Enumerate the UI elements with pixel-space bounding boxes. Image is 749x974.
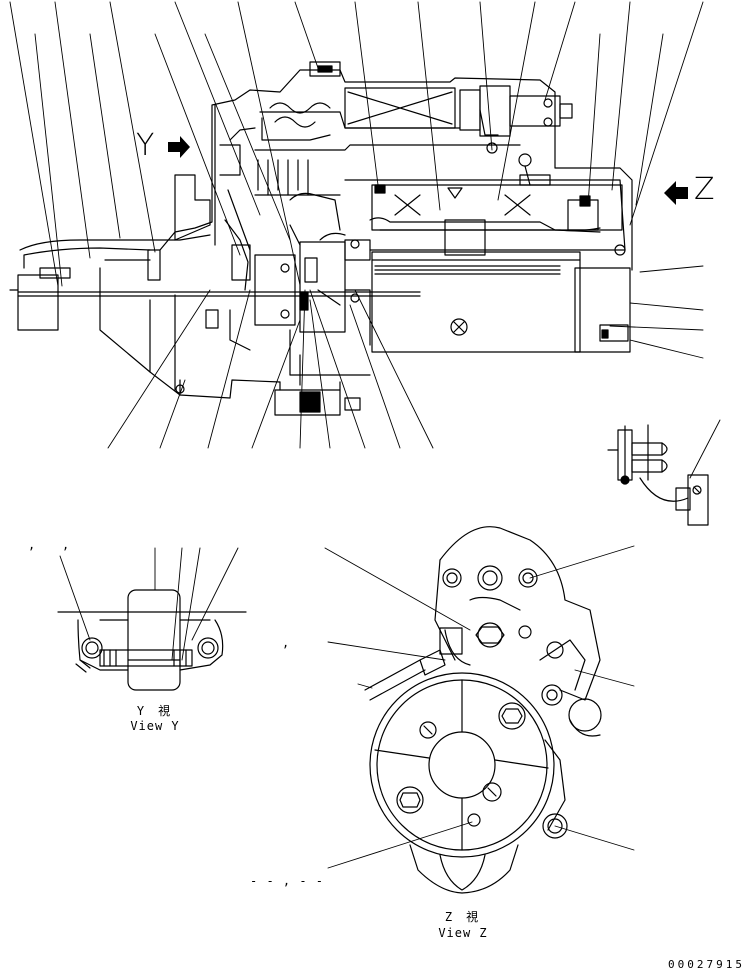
comma-mark-3: , <box>282 636 291 650</box>
comma-mark-1: , <box>28 538 37 552</box>
view-z-detail <box>324 526 635 894</box>
solenoid-switch <box>254 61 573 196</box>
comma-mark-2: , <box>62 538 71 552</box>
pinion-shaft <box>9 234 421 373</box>
bottom-leader-lines <box>107 289 434 449</box>
view-z-marker-label: Z <box>694 172 715 207</box>
top-leader-lines <box>9 1 704 287</box>
armature-and-clutch <box>229 192 371 416</box>
right-leader-lines <box>609 265 704 359</box>
view-z-arrow-icon <box>664 181 688 205</box>
dash-mark-sequence: - - , - - <box>250 874 325 888</box>
view-y-marker-label: Y <box>136 128 155 163</box>
terminal-detail <box>607 419 721 526</box>
view-y-arrow-icon <box>168 136 190 158</box>
view-y-caption-jp: Y 視 <box>136 704 172 718</box>
view-z-caption-en: View Z <box>438 926 488 940</box>
drawing-number: 00027915 <box>668 958 745 971</box>
view-y-caption-en: View Y <box>130 719 180 733</box>
view-y-detail <box>57 547 247 691</box>
motor-housing <box>344 153 631 353</box>
main-section-view <box>9 1 704 449</box>
view-z-caption-jp: Z 視 <box>444 910 480 924</box>
